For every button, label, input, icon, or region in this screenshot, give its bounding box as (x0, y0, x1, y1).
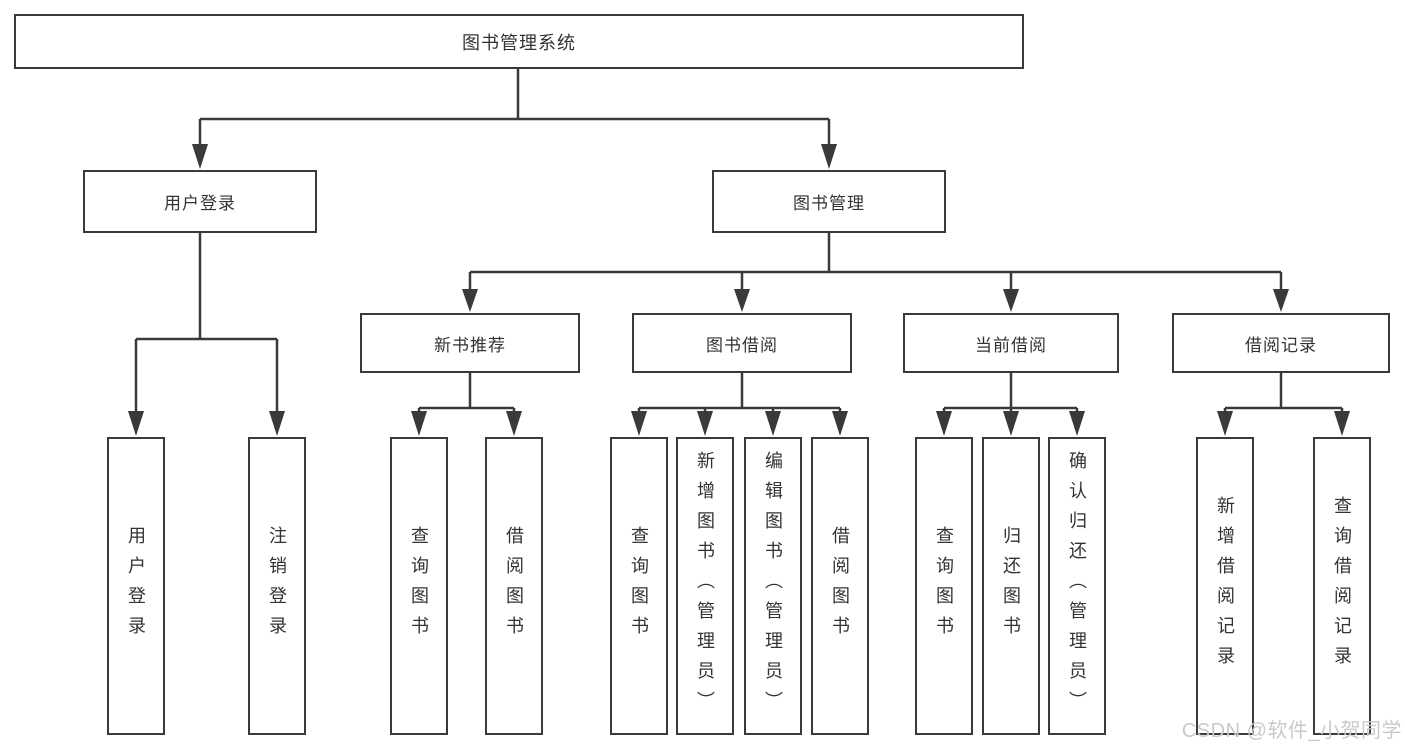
node-label: 用户登录 (164, 194, 236, 213)
node-label: 编辑图书（管理员） (763, 451, 783, 721)
leaf-query-books-borrow: 查询图书 (610, 437, 668, 735)
leaf-query-borrow-record: 查询借阅记录 (1313, 437, 1371, 735)
node-label: 当前借阅 (975, 335, 1047, 355)
connector-user-login-children (128, 233, 285, 436)
leaf-return-book: 归还图书 (982, 437, 1040, 735)
node-label: 查询图书 (409, 526, 429, 646)
leaf-logout: 注销登录 (248, 437, 306, 735)
node-label: 查询图书 (629, 526, 649, 646)
node-label: 图书借阅 (706, 335, 778, 355)
leaf-add-borrow-record: 新增借阅记录 (1196, 437, 1254, 735)
leaf-user-login: 用户登录 (107, 437, 165, 735)
node-new-book-recommend: 新书推荐 (360, 313, 580, 373)
node-label: 借阅图书 (504, 526, 524, 646)
node-label: 注销登录 (267, 526, 287, 646)
node-label: 新增借阅记录 (1215, 496, 1235, 676)
node-label: 归还图书 (1001, 526, 1021, 646)
connector-borrow-records-children (1217, 373, 1350, 436)
csdn-watermark: CSDN @软件_小贺同学 (1181, 720, 1402, 742)
node-label: 图书管理 (793, 194, 865, 213)
node-label: 新增图书（管理员） (695, 451, 715, 721)
connector-new-book-recommend-children (411, 373, 522, 436)
leaf-query-books-recommend: 查询图书 (390, 437, 448, 735)
leaf-add-book-admin: 新增图书（管理员） (676, 437, 734, 735)
node-label: 新书推荐 (434, 335, 506, 355)
connector-book-management-children (462, 233, 1289, 312)
leaf-borrow-books: 借阅图书 (811, 437, 869, 735)
node-borrow-records: 借阅记录 (1172, 313, 1390, 373)
node-label: 图书管理系统 (462, 32, 576, 53)
leaf-query-books-current: 查询图书 (915, 437, 973, 735)
node-current-borrow: 当前借阅 (903, 313, 1119, 373)
leaf-confirm-return-admin: 确认归还（管理员） (1048, 437, 1106, 735)
node-label: 查询图书 (934, 526, 954, 646)
connector-root-to-level2 (192, 69, 837, 169)
connector-book-borrow-children (631, 373, 848, 436)
node-label: 借阅记录 (1245, 335, 1317, 355)
node-label: 用户登录 (126, 526, 146, 646)
node-label: 借阅图书 (830, 526, 850, 646)
node-book-management: 图书管理 (712, 170, 946, 233)
node-user-login: 用户登录 (83, 170, 317, 233)
node-label: 查询借阅记录 (1332, 496, 1352, 676)
leaf-edit-book-admin: 编辑图书（管理员） (744, 437, 802, 735)
node-label: 确认归还（管理员） (1067, 451, 1087, 721)
leaf-borrow-books-recommend: 借阅图书 (485, 437, 543, 735)
node-library-system: 图书管理系统 (14, 14, 1024, 69)
node-book-borrow: 图书借阅 (632, 313, 852, 373)
connector-current-borrow-children (936, 373, 1085, 436)
